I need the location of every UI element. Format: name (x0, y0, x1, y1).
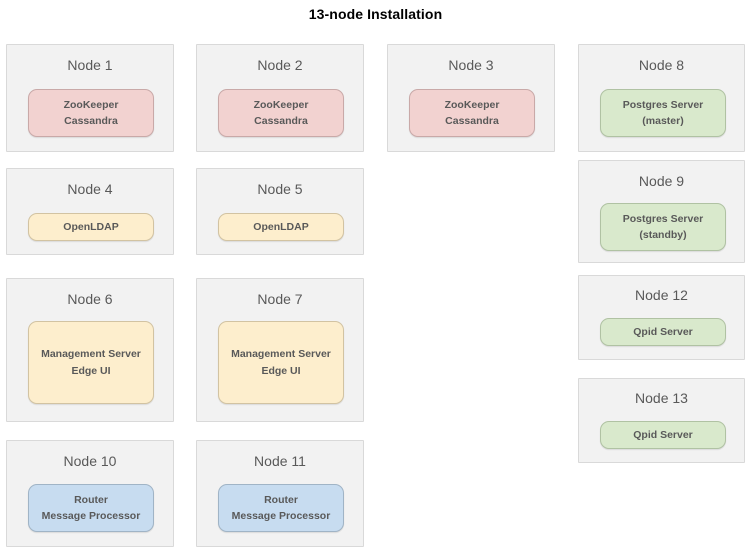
service-box-node-12: Qpid Server (600, 318, 726, 346)
service-label: Qpid Server (633, 428, 693, 441)
service-box-node-2: ZooKeeper Cassandra (218, 89, 344, 137)
service-label: Router (74, 493, 108, 506)
service-label: Edge UI (71, 364, 111, 377)
service-box-node-11: Router Message Processor (218, 484, 344, 532)
node-label-node-12: Node 12 (635, 287, 688, 303)
service-label: ZooKeeper (63, 98, 119, 111)
service-box-node-10: Router Message Processor (28, 484, 154, 532)
service-label: ZooKeeper (444, 98, 500, 111)
node-label-node-7: Node 7 (257, 291, 303, 307)
service-box-node-1: ZooKeeper Cassandra (28, 89, 154, 137)
node-card-node-9: Node 9 Postgres Server (standby) (578, 160, 745, 263)
service-label: Postgres Server (622, 98, 704, 111)
node-card-node-10: Node 10 Router Message Processor (6, 440, 174, 547)
page-title: 13-node Installation (308, 6, 443, 22)
node-label-node-3: Node 3 (448, 57, 494, 73)
node-label-node-6: Node 6 (67, 291, 113, 307)
node-label-node-2: Node 2 (257, 57, 303, 73)
service-label: Management Server (41, 348, 141, 360)
node-label-node-13: Node 13 (635, 390, 688, 406)
node-card-node-3: Node 3 ZooKeeper Cassandra (387, 44, 555, 152)
service-label: Qpid Server (633, 325, 693, 338)
node-label-node-10: Node 10 (63, 453, 117, 469)
service-label: Router (264, 493, 298, 506)
node-card-node-13: Node 13 Qpid Server (578, 378, 745, 463)
node-card-node-2: Node 2 ZooKeeper Cassandra (196, 44, 364, 152)
node-label-node-9: Node 9 (638, 173, 685, 189)
service-label: Cassandra (445, 115, 499, 127)
service-label: OpenLDAP (253, 220, 309, 233)
service-box-node-13: Qpid Server (600, 421, 726, 449)
service-box-node-8: Postgres Server (master) (600, 89, 726, 137)
service-label: Cassandra (64, 115, 118, 127)
node-card-node-7: Node 7 Management Server Edge UI (196, 278, 364, 422)
service-label: Edge UI (261, 364, 301, 377)
node-card-node-5: Node 5 OpenLDAP (196, 168, 364, 255)
service-label: ZooKeeper (253, 98, 309, 111)
service-box-node-5: OpenLDAP (218, 213, 344, 241)
node-card-node-8: Node 8 Postgres Server (master) (578, 44, 745, 152)
node-label-node-11: Node 11 (254, 453, 306, 469)
node-card-node-11: Node 11 Router Message Processor (196, 440, 364, 547)
service-label: Cassandra (254, 115, 308, 127)
service-box-node-4: OpenLDAP (28, 213, 154, 241)
node-label-node-5: Node 5 (257, 181, 303, 197)
service-label: Message Processor (41, 510, 141, 522)
service-box-node-7: Management Server Edge UI (218, 321, 344, 404)
service-label: Management Server (231, 348, 331, 360)
node-card-node-1: Node 1 ZooKeeper Cassandra (6, 44, 174, 152)
service-box-node-6: Management Server Edge UI (28, 321, 154, 404)
service-box-node-3: ZooKeeper Cassandra (409, 89, 535, 137)
node-card-node-6: Node 6 Management Server Edge UI (6, 278, 174, 422)
service-label: OpenLDAP (63, 220, 119, 233)
node-label-node-4: Node 4 (67, 181, 113, 197)
node-card-node-4: Node 4 OpenLDAP (6, 168, 174, 255)
node-label-node-8: Node 8 (638, 57, 685, 73)
service-label: (master) (642, 115, 684, 127)
service-label: Message Processor (231, 510, 331, 522)
service-label: Postgres Server (622, 212, 704, 225)
service-label: (standby) (639, 229, 687, 241)
service-box-node-9: Postgres Server (standby) (600, 203, 726, 251)
node-card-node-12: Node 12 Qpid Server (578, 275, 745, 360)
node-label-node-1: Node 1 (67, 57, 113, 73)
